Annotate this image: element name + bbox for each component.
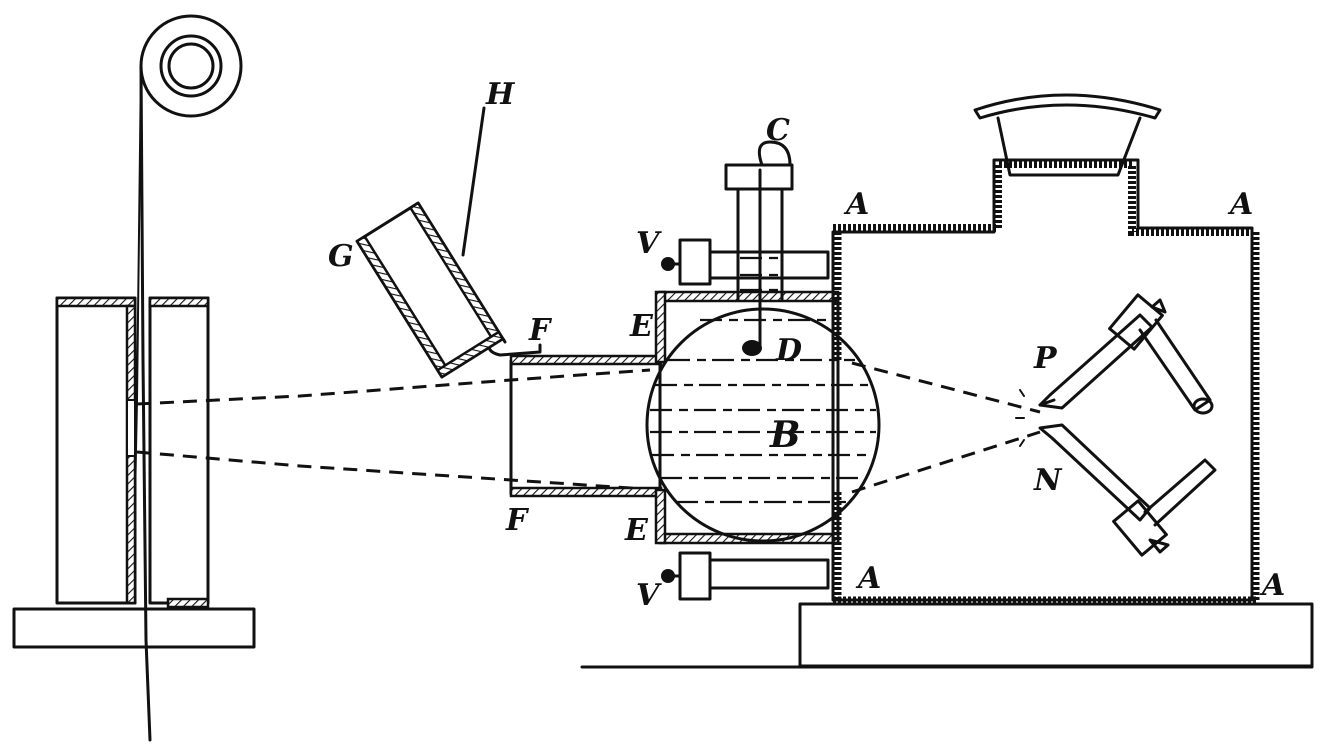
label-n: N xyxy=(1033,463,1063,498)
film-strip xyxy=(139,64,152,742)
label-d: D xyxy=(775,333,802,368)
label-f-bottom: F xyxy=(505,503,530,538)
lamp-housing xyxy=(580,93,1314,669)
lamp-base xyxy=(798,602,1314,668)
shutter-lever xyxy=(461,106,486,257)
label-a-top-left: A xyxy=(843,187,869,222)
lamp-housing-wall xyxy=(833,160,1252,236)
carbon-rod-lower xyxy=(1038,423,1217,557)
carbon-rod-upper xyxy=(1038,293,1214,415)
bolt-bottom xyxy=(661,551,830,601)
bolt-top xyxy=(661,238,830,286)
arc-spark xyxy=(1015,389,1025,447)
film-reel-middle xyxy=(159,34,223,98)
flask-housing-top-wall xyxy=(658,290,840,303)
film-stand-left-block xyxy=(55,296,137,605)
label-v-top: V xyxy=(636,226,662,261)
film-stand-bottom-hatch xyxy=(166,597,210,609)
flask-housing xyxy=(645,140,881,601)
label-b: B xyxy=(769,414,800,456)
label-v-bottom: V xyxy=(636,578,662,613)
label-f-top: F xyxy=(528,313,553,348)
lens-tube-outline xyxy=(509,359,662,496)
flask-housing-left-wall-top xyxy=(654,290,667,364)
shutter-box xyxy=(355,201,505,379)
thermometer-c xyxy=(757,140,792,167)
label-a-bottom-left: A xyxy=(855,561,881,596)
flask-housing-left-wall-bottom xyxy=(654,488,667,545)
flask-bulb xyxy=(645,307,881,543)
label-c: C xyxy=(766,113,790,148)
flask-element-d xyxy=(742,340,762,356)
chimney xyxy=(996,116,1142,177)
film-stand-right-block xyxy=(148,296,210,605)
light-ray-upper xyxy=(136,361,1041,414)
film-stand-top-hatch-right xyxy=(148,296,210,308)
film-stand-top-hatch-left xyxy=(55,296,137,308)
lens-tube xyxy=(355,106,663,498)
diagram-labels: A A A A B C D E E F F G H N P V V xyxy=(328,77,1285,613)
film-reel-inner xyxy=(167,42,215,90)
film-stand-base xyxy=(12,607,256,649)
lens-tube-bottom-wall xyxy=(509,486,663,498)
film-gate-aperture xyxy=(126,399,136,457)
label-h: H xyxy=(485,77,516,112)
flask-neck xyxy=(736,187,784,302)
label-p: P xyxy=(1033,341,1058,376)
film-apparatus xyxy=(12,14,256,742)
light-rays xyxy=(136,361,1041,494)
film-reel-outer xyxy=(139,14,243,118)
label-g: G xyxy=(328,239,354,274)
label-a-bottom-right: A xyxy=(1259,568,1285,603)
label-e-top: E xyxy=(629,309,654,344)
light-ray-lower xyxy=(136,430,1041,494)
lens-tube-top-wall xyxy=(509,354,663,366)
label-e-bottom: E xyxy=(624,513,649,548)
flask-housing-outline xyxy=(658,291,840,544)
chimney-cap xyxy=(973,93,1162,120)
label-a-top-right: A xyxy=(1227,187,1253,222)
